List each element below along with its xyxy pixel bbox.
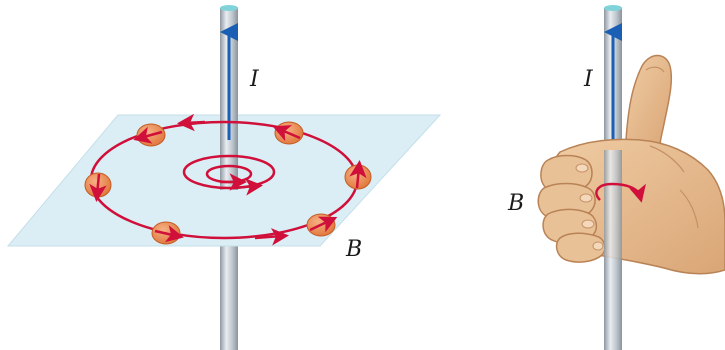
field-arrow-outer-top — [184, 122, 205, 123]
current-label-left: I — [249, 67, 260, 92]
compass-right — [345, 165, 371, 189]
right-figure: I B — [507, 5, 725, 350]
left-figure: I B — [8, 5, 440, 350]
wire-top-end — [220, 5, 238, 11]
field-label-right: B — [507, 191, 524, 216]
compass-top-left — [137, 124, 165, 146]
compass-left — [85, 173, 111, 197]
compass-bottom-right — [307, 214, 335, 236]
wire-through-hand — [604, 150, 622, 260]
thumbs-up-hand — [538, 56, 725, 274]
wire-right-top-end — [604, 5, 622, 11]
compass-top-right — [275, 122, 303, 144]
field-label-left: B — [345, 237, 362, 262]
current-label-right: I — [583, 67, 594, 92]
compass-bottom-left — [152, 222, 180, 244]
